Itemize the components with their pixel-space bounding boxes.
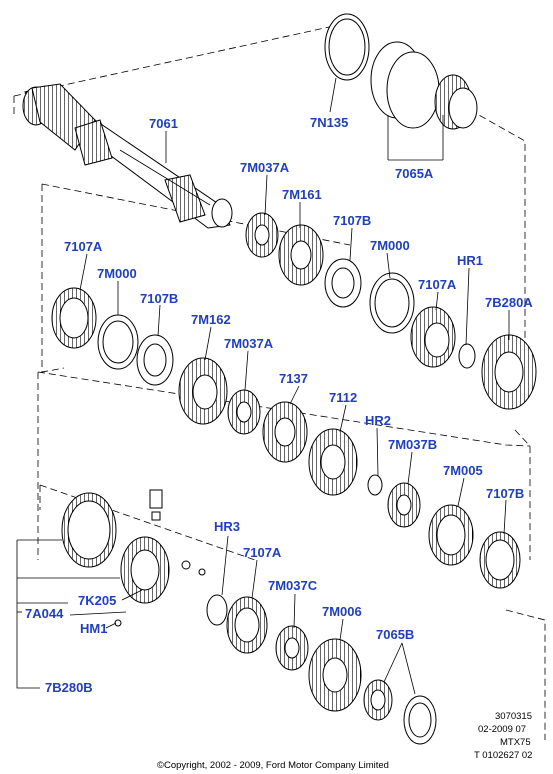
label-7a044: 7A044 (25, 606, 64, 621)
label-7107b-left: 7107B (140, 291, 179, 306)
label-7065b: 7065B (376, 627, 415, 642)
label-hr1: HR1 (457, 253, 484, 268)
label-hr3: HR3 (214, 519, 241, 534)
label-7m037a-upper: 7M037A (240, 160, 290, 175)
label-7107a-upper: 7107A (418, 277, 457, 292)
label-7m000-left: 7M000 (97, 266, 137, 281)
label-7107a-left: 7107A (64, 239, 103, 254)
label-7b280b: 7B280B (45, 680, 93, 695)
label-7m161: 7M161 (282, 187, 322, 202)
label-7m006: 7M006 (322, 604, 362, 619)
main-shaft (22, 83, 233, 229)
label-7k205: 7K205 (78, 593, 117, 608)
label-7m037b: 7M037B (388, 437, 438, 452)
label-7137: 7137 (279, 371, 308, 386)
label-7107b-right: 7107B (486, 486, 525, 501)
label-7m037c: 7M037C (268, 578, 318, 593)
label-7m000-upper: 7M000 (370, 238, 410, 253)
label-7061: 7061 (149, 116, 178, 131)
gear-train (51, 212, 537, 745)
label-hm1: HM1 (80, 621, 108, 636)
reference-code: T 0102627 02 (474, 750, 533, 761)
label-7065a: 7065A (395, 166, 434, 181)
label-7m005: 7M005 (443, 463, 483, 478)
leader-lines (16, 77, 510, 695)
label-7n135: 7N135 (310, 115, 349, 130)
label-7b280a: 7B280A (485, 295, 533, 310)
label-7m037a-middle: 7M037A (224, 336, 274, 351)
label-7107a-lower: 7107A (243, 545, 282, 560)
upper-bearing-parts (324, 13, 478, 130)
label-hr2: HR2 (365, 413, 392, 428)
reference-number: 3070315 (495, 711, 532, 722)
reference-model: MTX75 (500, 737, 531, 748)
copyright-notice: ©Copyright, 2002 - 2009, Ford Motor Comp… (157, 760, 389, 771)
label-7112: 7112 (329, 390, 358, 405)
label-7m162: 7M162 (191, 312, 231, 327)
label-7107b-upper: 7107B (333, 213, 372, 228)
reference-date: 02-2009 07 (478, 724, 527, 735)
